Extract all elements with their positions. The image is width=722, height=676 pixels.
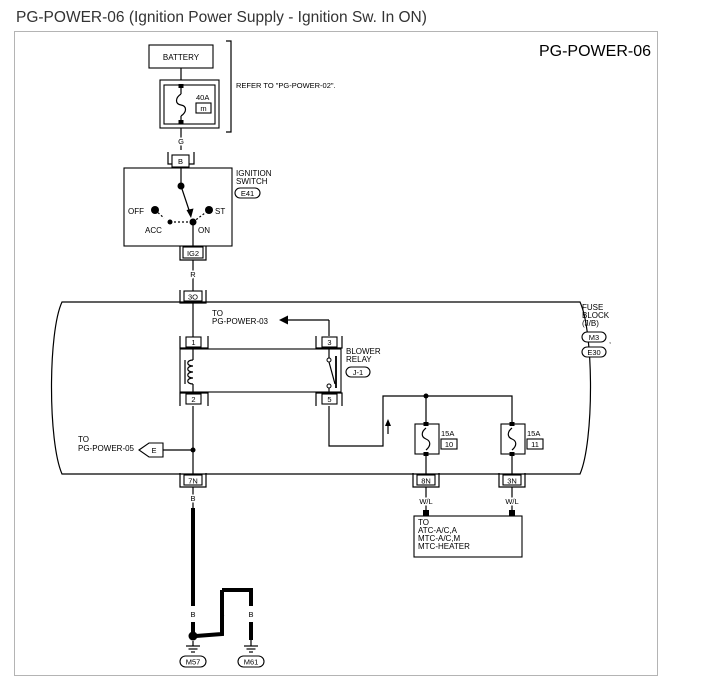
- battery-label: BATTERY: [163, 53, 200, 62]
- fuse-block-pin-8n: 8N: [421, 477, 431, 486]
- fuse-block-label-1: FUSE: [582, 303, 603, 312]
- wire-b-main-halo: B: [190, 494, 195, 503]
- ignition-pos-off: OFF: [128, 207, 144, 216]
- ref-03-to: TO: [212, 309, 223, 318]
- fuse-40a-amp: 40A: [196, 93, 209, 102]
- ref-pg-power-03: TO PG-POWER-03: [212, 309, 330, 336]
- relay-pin-1: 1: [191, 338, 195, 347]
- relay-pin-3: 3: [327, 338, 331, 347]
- output-line-2: ATC-A/C,A: [418, 526, 458, 535]
- ref-05-arrow-e: E: [151, 446, 156, 455]
- fuse-block-pin-7n: 7N: [188, 477, 198, 486]
- wire-g-halo: G: [178, 137, 184, 146]
- ref-03-name: PG-POWER-03: [212, 317, 269, 326]
- ignition-pin-b: B: [178, 157, 183, 166]
- fuse-block: 3O FUSE BLOCK (J/B) M3 , E30: [50, 290, 611, 475]
- ref-05-name: PG-POWER-05: [78, 444, 135, 453]
- fuse-11-id: 11: [531, 440, 539, 449]
- fuse-40a-id: m: [200, 104, 206, 113]
- wire-color-b-ground-c: B: [248, 610, 253, 619]
- diagram-code: PG-POWER-06: [539, 43, 651, 60]
- ignition-switch-label-2: SWITCH: [236, 177, 268, 186]
- fuse-block-pin-3n: 3N: [507, 477, 517, 486]
- ground-m57: M57: [179, 641, 207, 668]
- ignition-switch: B OFF ACC ON ST IG2 IGNITION SWITCH E41: [123, 152, 272, 261]
- output-line-3: MTC-A/C,M: [418, 534, 461, 543]
- ref-pg-power-05: E TO PG-POWER-05: [78, 435, 164, 458]
- wire-wl-3n-halo: W/L: [505, 497, 518, 506]
- battery-refer-note: REFER TO "PG-POWER-02".: [236, 81, 336, 90]
- relay-connector: J-1: [353, 368, 363, 377]
- ignition-connector: E41: [241, 189, 254, 198]
- ignition-pos-on: ON: [198, 226, 210, 235]
- connector-7n: 7N: [179, 473, 207, 488]
- ignition-switch-label-1: IGNITION: [236, 169, 272, 178]
- ground-m61-label: M61: [244, 658, 259, 667]
- fusible-link-40a: 40A m: [159, 79, 220, 129]
- relay-label-2: RELAY: [346, 355, 372, 364]
- fuse-10-amp: 15A: [441, 429, 454, 438]
- wire-color-r: R: [190, 270, 196, 279]
- wire-color-b-ground-a: B: [190, 610, 195, 619]
- fuse-block-label-2: BLOCK: [582, 311, 610, 320]
- wire-r-halo: R: [190, 270, 196, 279]
- output-line-4: MTC-HEATER: [418, 542, 470, 551]
- fuse-block-conn-m3: M3: [589, 333, 599, 342]
- fuse-block-comma: ,: [609, 336, 611, 345]
- connector-8n: 8N: [412, 473, 440, 488]
- ground-m57-label: M57: [186, 658, 201, 667]
- ref-05-to: TO: [78, 435, 89, 444]
- blower-relay: 1 2 3 5 BLOWER RELAY J-1: [179, 336, 381, 406]
- wire-color-b-ground-b: B: [219, 610, 224, 619]
- fuse-11-amp: 15A: [527, 429, 540, 438]
- relay-label-1: BLOWER: [346, 347, 381, 356]
- wire-color-g: G: [178, 137, 184, 146]
- wire-color-wl-3n: W/L: [505, 497, 518, 506]
- connector-3n: 3N: [498, 473, 526, 488]
- fuse-block-conn-e30: E30: [587, 348, 600, 357]
- battery: BATTERY: [148, 44, 214, 69]
- output-line-1: TO: [418, 518, 429, 527]
- fuse-block-pin-3o: 3O: [188, 293, 198, 302]
- ground-m61: M61: [237, 640, 265, 668]
- wire-color-wl-8n: W/L: [419, 497, 432, 506]
- fuse-block-label-3: (J/B): [582, 319, 599, 328]
- page-title: PG-POWER-06 (Ignition Power Supply - Ign…: [16, 9, 427, 26]
- output-destinations: TO ATC-A/C,A MTC-A/C,M MTC-HEATER: [413, 515, 523, 558]
- ignition-pos-acc: ACC: [145, 226, 162, 235]
- relay-pin-5: 5: [327, 395, 331, 404]
- fuse-10-id: 10: [445, 440, 453, 449]
- ignition-pos-st: ST: [215, 207, 225, 216]
- fuse-11: 15A 11: [500, 422, 544, 456]
- relay-pin-2: 2: [191, 395, 195, 404]
- ignition-pin-ig2: IG2: [187, 249, 199, 258]
- wire-wl-8n-halo: W/L: [419, 497, 432, 506]
- wire-color-b-main: B: [190, 494, 195, 503]
- fuse-10: 15A 10: [414, 422, 458, 456]
